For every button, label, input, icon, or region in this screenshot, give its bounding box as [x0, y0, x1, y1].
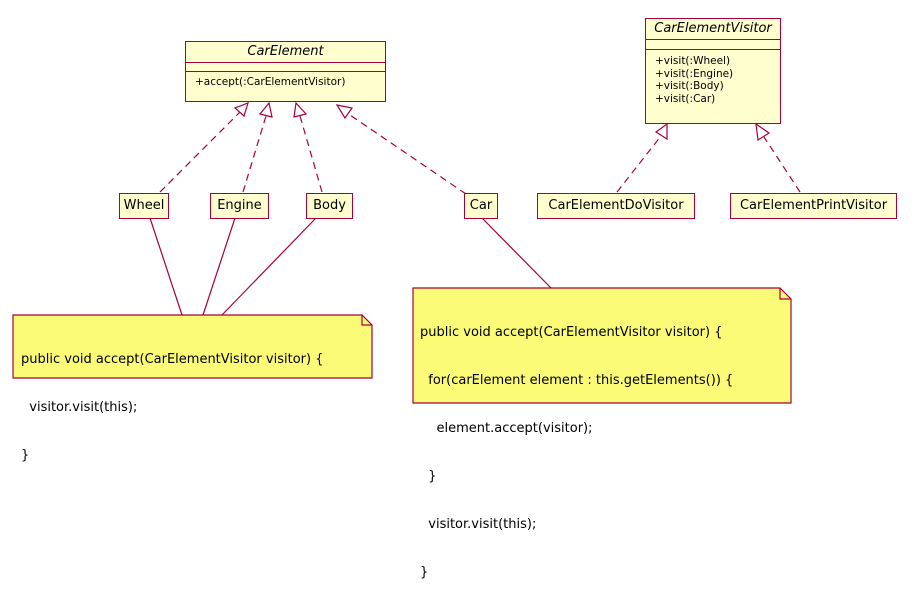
note-simple-line: visitor.visit(this);	[21, 400, 138, 415]
visitor-op-car: +visit(:Car)	[655, 92, 716, 105]
note-car-line: }	[420, 469, 437, 484]
car-element-visitor-name: CarElementVisitor	[654, 21, 772, 36]
note-link-body	[221, 217, 317, 316]
note-simple-line: }	[21, 448, 30, 463]
note-simple-fold	[361, 315, 372, 326]
realization-wheel	[159, 109, 243, 193]
note-car-line: element.accept(visitor);	[420, 421, 593, 436]
realization-body	[299, 115, 323, 193]
car-element-op-accept: +accept(:CarElementVisitor)	[195, 76, 346, 88]
realization-do-visitor-arrowhead	[654, 122, 668, 141]
realization-car-arrowhead	[335, 104, 354, 120]
wheel-class: Wheel	[119, 193, 169, 219]
realization-do-visitor	[616, 135, 662, 193]
car-element-visitor-class: CarElementVisitor +visit(:Wheel) +visit(…	[645, 18, 781, 124]
realization-car	[346, 112, 467, 195]
car-element-do-visitor-class: CarElementDoVisitor	[537, 193, 695, 219]
note-link-wheel	[149, 217, 183, 316]
realization-engine-arrowhead	[258, 101, 273, 118]
car-element-visitor-operations: +visit(:Wheel) +visit(:Engine) +visit(:B…	[646, 49, 780, 105]
realization-print-visitor	[763, 136, 801, 193]
note-car-line: }	[420, 565, 429, 580]
note-car-shape	[412, 287, 792, 404]
car-element-print-visitor-class: CarElementPrintVisitor	[730, 193, 897, 219]
realization-wheel-arrowhead	[233, 101, 249, 118]
body-class: Body	[306, 193, 353, 219]
note-simple-text: public void accept(CarElementVisitor vis…	[21, 320, 323, 496]
realization-engine	[242, 115, 267, 193]
note-link-car	[481, 217, 552, 289]
visitor-op-body: +visit(:Body)	[655, 80, 724, 92]
note-car-fold	[779, 288, 791, 300]
note-simple-line: public void accept(CarElementVisitor vis…	[21, 352, 324, 367]
engine-class: Engine	[210, 193, 269, 219]
car-element-operations: +accept(:CarElementVisitor)	[186, 71, 385, 89]
visitor-op-engine: +visit(:Engine)	[655, 67, 734, 80]
car-element-name: CarElement	[247, 44, 324, 59]
car-class: Car	[464, 193, 498, 219]
car-element-class: CarElement +accept(:CarElementVisitor)	[185, 41, 386, 102]
connectors-layer	[12, 101, 801, 404]
note-link-engine	[202, 217, 236, 316]
note-car-line: for(carElement element : this.getElement…	[420, 373, 734, 388]
visitor-op-wheel: +visit(:Wheel)	[655, 55, 731, 67]
realization-body-arrowhead	[293, 101, 308, 118]
note-car-line: public void accept(CarElementVisitor vis…	[420, 325, 723, 340]
uml-class-diagram: CarElement +accept(:CarElementVisitor) C…	[12, 18, 897, 580]
note-simple-shape	[12, 314, 373, 379]
note-car-line: visitor.visit(this);	[420, 517, 537, 532]
note-car-text: public void accept(CarElementVisitor vis…	[420, 293, 733, 613]
realization-print-visitor-arrowhead	[755, 122, 771, 142]
